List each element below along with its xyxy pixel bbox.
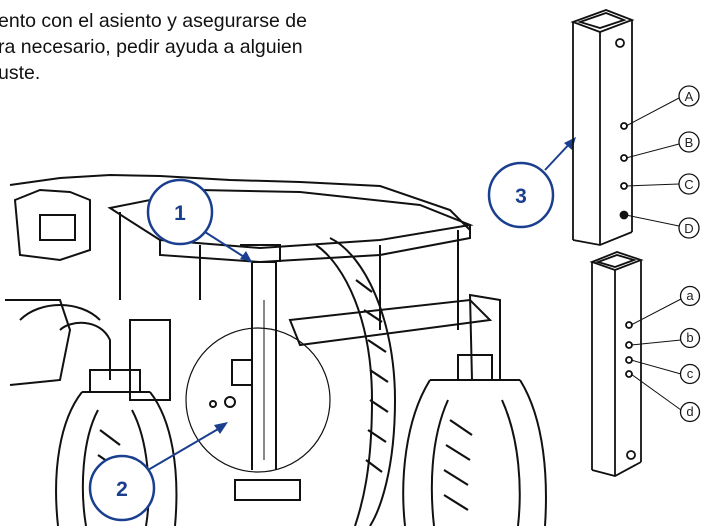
hole-label-D: D xyxy=(684,221,693,236)
callout-3-label: 3 xyxy=(515,185,527,208)
instruction-line-2: ra necesario, pedir ayuda a alguien xyxy=(0,36,303,58)
callout-1: 1 xyxy=(146,178,253,263)
instruction-text: ento con el asiento y asegurarse de ra n… xyxy=(0,8,518,86)
wheelchair-base-drawing xyxy=(5,173,547,526)
hole-label-C: C xyxy=(684,177,693,192)
callout-2: 2 xyxy=(88,422,228,522)
lower-hole-labels: a b c d xyxy=(630,285,701,423)
hole-label-d: d xyxy=(686,404,693,419)
hole-label-B: B xyxy=(685,135,694,150)
hole-label-b: b xyxy=(686,330,693,345)
callout-2-label: 2 xyxy=(116,478,128,501)
callout-3: 3 xyxy=(487,137,576,229)
instruction-line-3: uste. xyxy=(0,62,41,84)
lower-tube xyxy=(589,251,644,477)
upper-tube xyxy=(570,9,635,246)
hole-label-A: A xyxy=(685,89,694,104)
instruction-line-1: ento con el asiento y asegurarse de xyxy=(0,10,307,32)
upper-hole-labels: A B C D xyxy=(625,85,700,239)
hole-label-a: a xyxy=(686,288,694,303)
callout-1-label: 1 xyxy=(174,202,186,225)
hole-label-c: c xyxy=(687,366,694,381)
